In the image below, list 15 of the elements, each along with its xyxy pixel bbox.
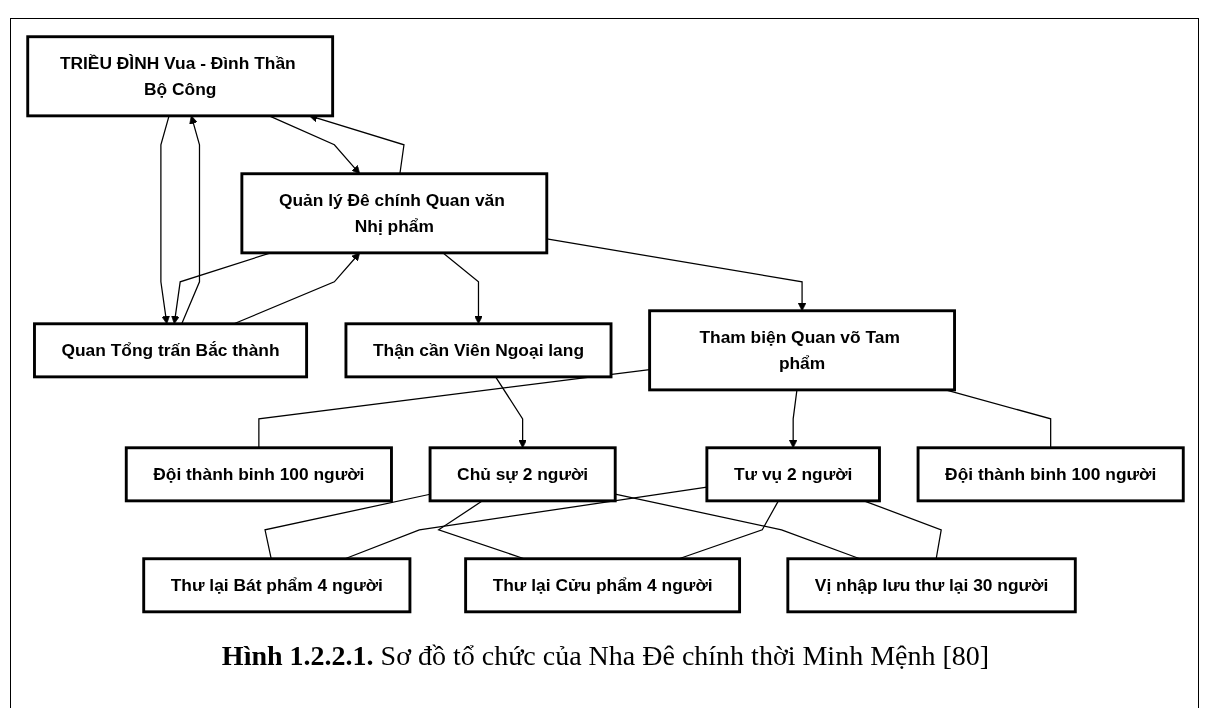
- node-box: Quản lý Đê chính Quan văn Nhị phẩm: [240, 172, 549, 255]
- node-box: Đội thành binh 100 người: [124, 446, 393, 503]
- node-box: Vị nhập lưu thư lại 30 người: [786, 557, 1077, 613]
- figure-caption: Hình 1.2.2.1. Sơ đồ tổ chức của Nha Đê chính thời Minh Mệnh [80]: [221, 640, 990, 672]
- node-box: Thận cần Viên Ngoại lang: [344, 322, 613, 379]
- node-box: Quan Tổng trấn Bắc thành: [33, 322, 309, 379]
- node-box: Tư vụ 2 người: [705, 446, 881, 503]
- node-box: Đội thành binh 100 người: [916, 446, 1185, 503]
- node-box: Thư lại Bát phẩm 4 người: [142, 557, 412, 613]
- node-box: Tham biện Quan võ Tam phẩm: [648, 309, 956, 392]
- arrow: [788, 389, 798, 448]
- node-box: Thư lại Cửu phẩm 4 người: [464, 557, 742, 613]
- node-box: Chủ sự 2 người: [428, 446, 617, 503]
- arrow: [546, 238, 807, 311]
- node-box: TRIỀU ĐÌNH Vua - Đình Thần Bộ Công: [26, 35, 335, 118]
